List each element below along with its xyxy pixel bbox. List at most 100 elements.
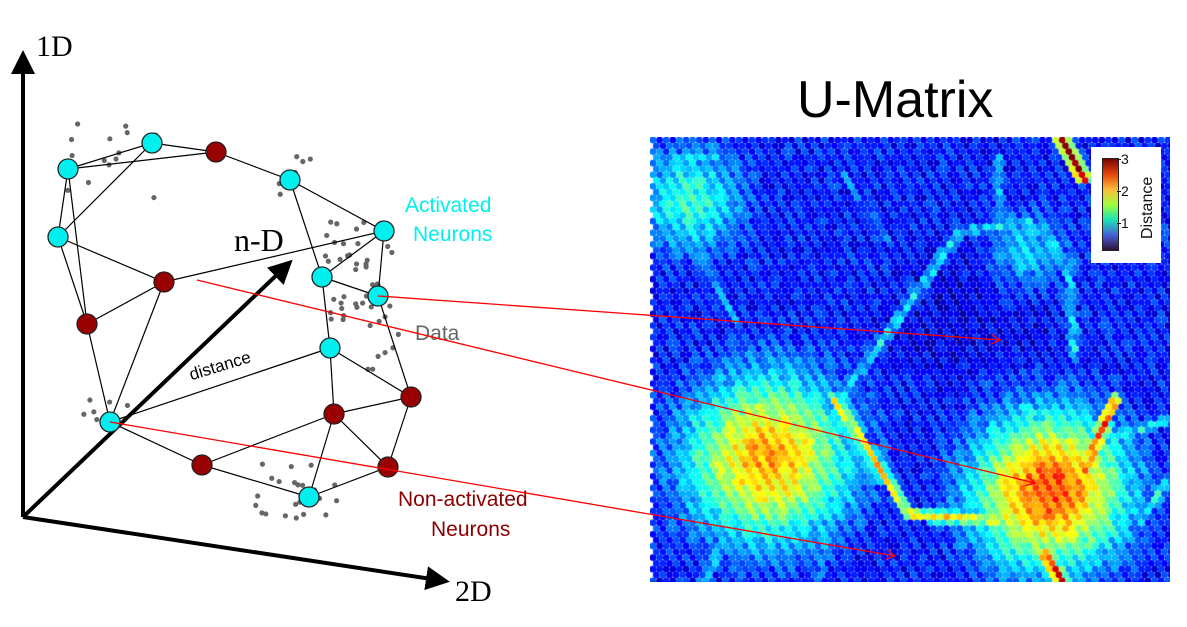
network-edge: [289, 179, 323, 278]
non-activated-neuron: [191, 454, 213, 476]
non-activated-neuron: [76, 313, 98, 335]
non-activated-neuron: [205, 141, 227, 163]
colorbar-tick: 1: [1117, 215, 1129, 231]
data-point: [333, 498, 340, 504]
data-point: [300, 158, 306, 165]
data-point: [367, 322, 373, 329]
data-point: [327, 310, 334, 316]
network-edge: [333, 413, 389, 468]
axis-nd: [21, 259, 293, 519]
umatrix-title: U-Matrix: [797, 71, 994, 129]
activated-neuron: [298, 486, 320, 508]
data-point: [123, 123, 129, 129]
data-point: [293, 515, 299, 521]
data-point: [325, 258, 331, 264]
colorbar-gradient: [1102, 158, 1119, 251]
data-point: [276, 478, 282, 485]
data-point: [382, 349, 388, 356]
network-edge: [57, 236, 165, 283]
activated-label-2: Neurons: [413, 223, 493, 246]
network-edge: [67, 142, 153, 170]
data-point: [389, 249, 395, 256]
data-point: [385, 243, 391, 250]
network-edge: [201, 413, 335, 466]
network-edge: [377, 295, 412, 398]
data-point: [101, 157, 107, 164]
data-point: [338, 300, 344, 306]
data-point: [341, 294, 347, 300]
colorbar: 3 2 1 Distance: [1091, 147, 1161, 263]
activated-neuron: [141, 132, 163, 154]
non-activated-neuron: [400, 386, 422, 408]
data-point: [85, 179, 92, 186]
data-point: [334, 221, 340, 227]
data-point: [340, 316, 346, 323]
network-edge: [57, 236, 88, 325]
data-point: [328, 219, 334, 225]
data-point: [339, 305, 345, 312]
data-point: [324, 232, 330, 239]
data-point: [107, 136, 113, 142]
data-point: [294, 154, 300, 160]
data-point: [282, 513, 289, 519]
colorbar-tick: 2: [1117, 183, 1129, 199]
network-edge: [215, 151, 291, 181]
data-point: [69, 152, 75, 159]
data-point: [113, 156, 119, 162]
data-point: [269, 475, 275, 481]
activated-neuron: [311, 266, 333, 288]
data-point: [151, 194, 157, 201]
non-activated-label-1: Non-activated: [398, 488, 528, 511]
data-point: [300, 511, 307, 517]
data-point: [353, 261, 360, 267]
data-point: [353, 266, 359, 273]
network-edge: [57, 168, 69, 238]
data-point: [87, 397, 93, 403]
network-edge: [329, 347, 412, 398]
data-point: [340, 241, 347, 247]
network-edge: [109, 421, 203, 466]
axis-label-1d: 1D: [36, 30, 73, 63]
data-point: [255, 493, 261, 499]
data-point: [253, 502, 259, 508]
data-point: [331, 296, 337, 302]
network-edge: [163, 230, 385, 283]
activated-neuron: [373, 220, 395, 242]
data-point: [370, 366, 376, 372]
data-point: [375, 353, 381, 359]
network-edge: [321, 230, 385, 278]
network-edge: [86, 281, 165, 325]
data-point: [363, 264, 369, 270]
non-activated-label-2: Neurons: [431, 518, 511, 541]
data-point: [94, 416, 100, 423]
som-network-diagram: [11, 50, 450, 591]
network-edge: [289, 179, 385, 232]
network-edge: [308, 466, 389, 498]
data-point: [395, 331, 401, 337]
data-point: [308, 462, 314, 468]
data-point: [291, 480, 298, 486]
data-point: [323, 512, 329, 518]
data-point: [359, 300, 366, 306]
data-point: [91, 409, 97, 415]
data-point: [354, 304, 360, 310]
data-point: [124, 402, 131, 409]
activated-neuron: [47, 226, 69, 248]
data-point: [299, 482, 306, 488]
network-edge: [67, 151, 217, 170]
colorbar-tick: 3: [1117, 151, 1129, 167]
data-point: [353, 226, 360, 232]
network-edge: [57, 142, 153, 238]
data-point: [65, 187, 71, 193]
non-activated-neuron: [323, 403, 345, 425]
axis-label-2d: 2D: [455, 575, 492, 608]
network-edge: [333, 396, 412, 415]
data-point: [328, 316, 334, 322]
activated-label-1: Activated: [405, 194, 492, 217]
data-point: [124, 130, 130, 136]
axis-label-nd: n-D: [234, 222, 284, 258]
data-point: [288, 463, 294, 470]
axis-2d: [22, 515, 450, 591]
data-point: [259, 461, 266, 467]
network-edge: [151, 142, 217, 153]
